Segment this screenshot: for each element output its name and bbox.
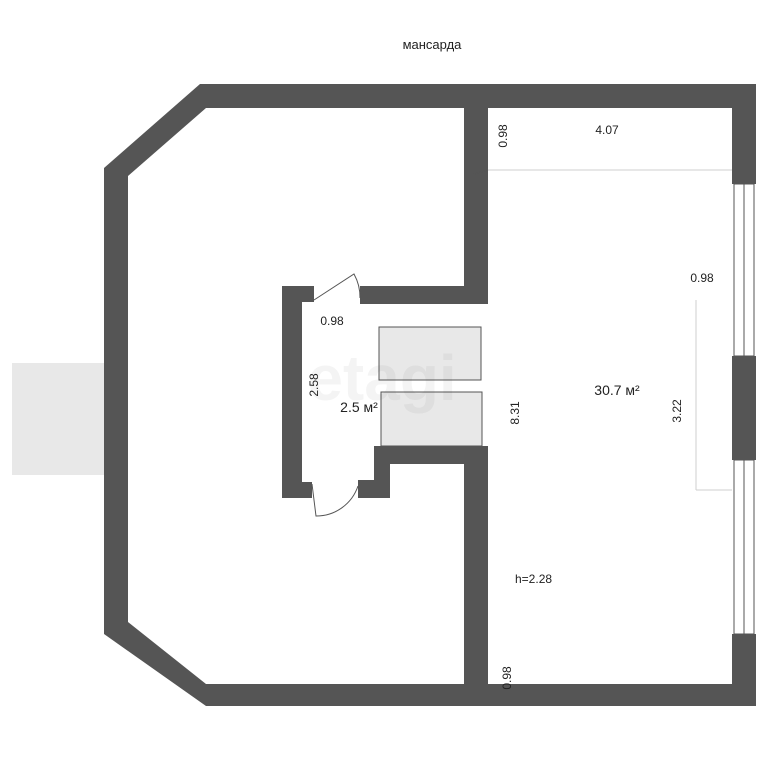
dim-bottom-wall-height: 0.98 bbox=[500, 666, 514, 690]
door-swing-top bbox=[313, 273, 361, 301]
outer-wall-right-top bbox=[732, 84, 756, 184]
outer-wall-right-bottom bbox=[732, 634, 756, 706]
window-lower bbox=[733, 459, 755, 635]
room-area-main: 30.7 м² bbox=[594, 382, 640, 398]
partition-top-ledge bbox=[360, 286, 488, 304]
partition-bottom-ledge bbox=[374, 446, 488, 464]
window-upper bbox=[733, 183, 755, 357]
fixture-lower bbox=[380, 391, 483, 447]
exterior-landing bbox=[12, 363, 104, 475]
dim-room-length: 8.31 bbox=[508, 401, 522, 425]
vestibule-wall-top bbox=[282, 286, 314, 302]
room-area-vestibule: 2.5 м² bbox=[340, 399, 378, 415]
outer-wall-bottom bbox=[470, 684, 756, 706]
outer-wall-right-middle bbox=[732, 356, 756, 460]
outer-wall-left bbox=[104, 84, 488, 706]
outer-wall-top-right bbox=[488, 84, 756, 108]
dim-vestibule-length: 2.58 bbox=[307, 373, 321, 397]
dim-window-width: 3.22 bbox=[670, 399, 684, 423]
ceiling-height: h=2.28 bbox=[515, 572, 552, 586]
dim-top-wall-height: 0.98 bbox=[496, 124, 510, 148]
partition-top bbox=[464, 108, 488, 304]
partition-bottom-stub bbox=[358, 480, 390, 498]
watermark: etagi bbox=[307, 342, 456, 414]
dim-vestibule-door: 0.98 bbox=[320, 314, 344, 328]
partition-bottom bbox=[464, 446, 488, 706]
door-opening-top bbox=[473, 169, 489, 175]
vestibule-wall-bottom bbox=[282, 482, 312, 498]
door-swing-bottom bbox=[311, 483, 359, 517]
dim-top-width: 4.07 bbox=[595, 123, 619, 137]
vestibule-wall-left bbox=[282, 286, 302, 498]
floor-title: мансарда bbox=[403, 37, 463, 52]
dim-window-sill: 0.98 bbox=[690, 271, 714, 285]
fixture-upper bbox=[378, 326, 482, 381]
